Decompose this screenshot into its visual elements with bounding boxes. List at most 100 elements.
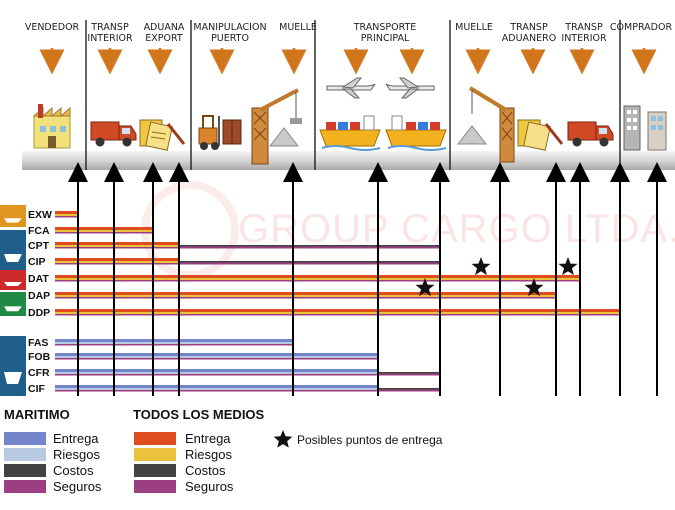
legend-star-label: Posibles puntos de entrega (297, 433, 443, 447)
watermark-text: GROUP CARGO LTDA. (238, 207, 675, 251)
stage-label-transp-aduanero: TRANSP (509, 22, 548, 33)
legend-maritime-swatch-costos (4, 464, 46, 477)
transport-mode-glyph-3 (4, 282, 22, 286)
bar-cfr-seguros (55, 373, 440, 376)
incoterm-cpt: CPT (28, 240, 50, 252)
cargo-ship-right-icon (385, 115, 447, 151)
legend-all-title: TODOS LOS MEDIOS (133, 407, 265, 422)
bar-dap-riesgos-main (55, 295, 555, 297)
bar-cif-seguros (55, 389, 440, 392)
bar-ddp-entrega-main (55, 309, 620, 312)
incoterm-fas: FAS (28, 337, 48, 349)
incoterm-cif: CIF (28, 383, 46, 395)
conveyor-rail (22, 151, 675, 170)
bar-cfr-riesgos-main (55, 372, 378, 374)
bar-cif-entrega-main (55, 385, 378, 388)
delivery-stars (415, 257, 578, 297)
legend-all-swatch-seguros (134, 480, 176, 493)
bar-exw-riesgos-main (55, 214, 78, 216)
bar-fas-entrega-main (55, 339, 293, 342)
stage-label-vendedor: VENDEDOR (25, 22, 80, 33)
truck-destination-icon (567, 121, 614, 147)
buyer-buildings-icon (623, 105, 667, 151)
delivery-star-4 (524, 278, 544, 297)
transport-mode-icon-1 (0, 205, 26, 227)
legend-all-swatch-riesgos (134, 448, 176, 461)
incoterm-fob: FOB (28, 351, 51, 363)
bar-dat-riesgos-main (55, 278, 580, 280)
legend-maritime-label-seguros: Seguros (53, 479, 102, 494)
customs-documents-icon (139, 119, 186, 151)
bar-ddp-seguros (55, 313, 620, 316)
bar-fob-riesgos-main (55, 356, 378, 358)
bar-cip-entrega-main (55, 258, 178, 261)
cargo-ship-left-icon (319, 115, 381, 151)
transport-mode-icon-4 (0, 292, 26, 316)
bar-cpt-seguros (55, 246, 440, 249)
factory-icon (32, 104, 71, 149)
bar-cpt-entrega-main (55, 242, 178, 245)
stage-label-aduana-export: ADUANA (144, 22, 185, 33)
stage-label-muelle-origen: MUELLE (279, 22, 317, 33)
airplane-left-icon (326, 77, 376, 99)
bar-cpt-costos (55, 245, 440, 247)
forklift-icon (198, 115, 242, 150)
legend-all-swatch-costos (134, 464, 176, 477)
stage-label-manipulacion-puerto: PUERTO (211, 33, 249, 44)
legend-maritime-swatch-entrega (4, 432, 46, 445)
transport-mode-glyph-5 (4, 372, 22, 384)
bar-fca-seguros (55, 231, 153, 234)
bar-fca-riesgos-main (55, 230, 153, 232)
incoterm-fca: FCA (28, 225, 50, 237)
stage-label-comprador: COMPRADOR (610, 22, 673, 33)
incoterm-dap: DAP (28, 290, 50, 302)
bar-cip-riesgos-main (55, 261, 178, 263)
stage-dividers (85, 20, 621, 170)
bar-dap-seguros (55, 296, 555, 299)
legend-maritime-swatch-riesgos (4, 448, 46, 461)
bar-fas-seguros (55, 343, 293, 346)
delivery-point-arrows (68, 162, 667, 396)
transport-mode-icon-3 (0, 270, 26, 290)
stage-label-transp-aduanero: ADUANERO (502, 33, 556, 44)
legend-all-label-costos: Costos (185, 463, 226, 478)
legend-maritime-label-entrega: Entrega (53, 431, 99, 446)
incoterm-cfr: CFR (28, 367, 50, 379)
transport-mode-icon-5 (0, 336, 26, 396)
incoterm-exw: EXW (28, 209, 52, 221)
bar-cip-seguros (55, 262, 440, 265)
bar-ddp-riesgos-main (55, 312, 620, 314)
bar-fas-riesgos-main (55, 342, 293, 344)
delivery-star-1 (471, 257, 491, 276)
incoterm-bars (55, 211, 620, 392)
stage-label-transporte-principal: TRANSPORTE (353, 22, 417, 33)
incoterm-cip: CIP (28, 256, 46, 268)
incoterm-dat: DAT (28, 273, 49, 285)
bar-cfr-entrega-main (55, 369, 378, 372)
legend-maritime-label-costos: Costos (53, 463, 94, 478)
port-crane-destination-icon (456, 86, 515, 163)
stage-label-aduana-export: EXPORT (145, 33, 183, 44)
port-crane-icon (251, 88, 302, 165)
bar-dat-entrega-main (55, 275, 580, 278)
legend-all-label-riesgos: Riesgos (185, 447, 232, 462)
delivery-star-3 (415, 278, 435, 297)
stage-label-muelle-destino: MUELLE (455, 22, 493, 33)
delivery-star-2 (558, 257, 578, 276)
bar-dat-seguros (55, 279, 580, 282)
bar-cip-costos (55, 261, 440, 263)
stage-label-transp-interior-destino: TRANSP (564, 22, 603, 33)
legend-maritime-title: MARITIMO (4, 407, 70, 422)
bar-exw-seguros (55, 215, 78, 218)
transport-mode-icon-2 (0, 230, 26, 270)
legend-star-icon (273, 430, 293, 448)
stage-label-transp-interior: TRANSP (90, 22, 129, 33)
stage-label-manipulacion-puerto: MANIPULACION (193, 22, 266, 33)
bar-exw-entrega-main (55, 211, 78, 214)
truck-icon (90, 121, 137, 147)
stage-label-transp-interior-destino: INTERIOR (561, 33, 607, 44)
legend-all-label-entrega: Entrega (185, 431, 231, 446)
